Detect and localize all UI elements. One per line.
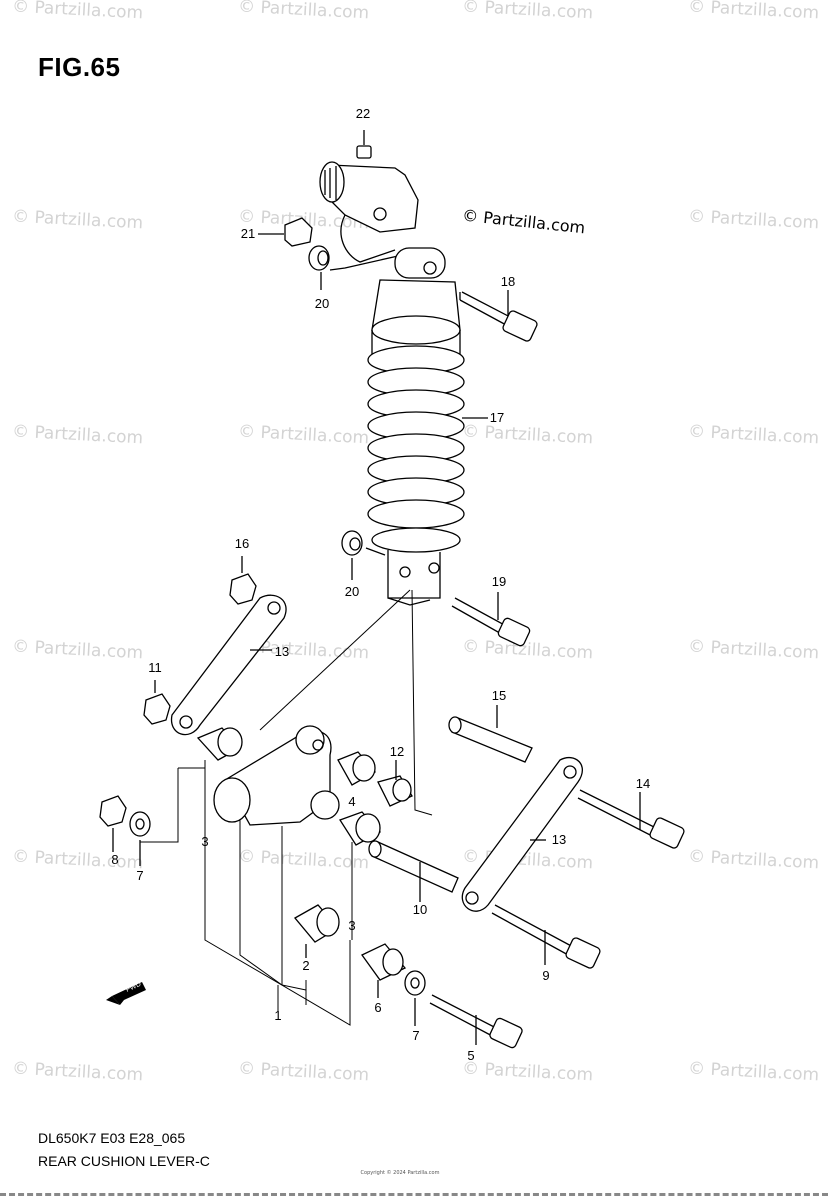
part-3-bushing-left: [196, 727, 243, 761]
callout-part-13: 13: [275, 644, 289, 659]
callout-part-1: 1: [274, 1008, 281, 1023]
part-10-pipe: [368, 840, 459, 902]
part-6-collar: [361, 943, 407, 998]
part-9-bolt: [491, 904, 601, 969]
figure-code: DL650K7 E03 E28_065: [38, 1130, 186, 1146]
part-13-rod-left: [170, 594, 287, 736]
callout-part-11: 11: [148, 660, 162, 675]
part-8-nut: [99, 795, 127, 852]
callout-part-3: 3: [201, 834, 208, 849]
callout-part-16: 16: [235, 536, 249, 551]
fwd-arrow-icon: FWD: [106, 981, 146, 1005]
part-3-bushing-right: [339, 811, 382, 846]
callout-part-22: 22: [356, 106, 370, 121]
part-19-bolt: [451, 592, 531, 647]
part-15-pipe: [448, 705, 533, 763]
callout-part-18: 18: [501, 274, 515, 289]
callout-part-20: 20: [315, 296, 329, 311]
part-4-bushing: [337, 751, 377, 786]
callout-part-20: 20: [345, 584, 359, 599]
callout-part-12: 12: [390, 744, 404, 759]
part-13-rod-right: [461, 757, 583, 912]
callout-part-15: 15: [492, 688, 506, 703]
callout-part-21: 21: [241, 226, 255, 241]
callout-part-7: 7: [412, 1028, 419, 1043]
part-14-bolt: [577, 789, 685, 849]
part-16-nut: [229, 556, 257, 605]
callout-part-8: 8: [111, 852, 118, 867]
part-17-shock-body: [367, 279, 488, 606]
part-22-bolt: [356, 130, 372, 159]
footer-copyright: Copyright © 2024 Partzilla.com: [360, 1170, 440, 1176]
callout-part-17: 17: [490, 410, 504, 425]
callout-part-19: 19: [492, 574, 506, 589]
part-17-reservoir: [319, 161, 419, 263]
callout-part-4: 4: [348, 794, 355, 809]
part-18-bolt: [459, 290, 538, 342]
callout-part-13: 13: [552, 832, 566, 847]
callout-part-3: 3: [348, 918, 355, 933]
callout-part-10: 10: [413, 902, 427, 917]
part-20-washer-bottom: [341, 530, 386, 580]
part-20-washer-top: [308, 245, 399, 290]
part-1-cushion-lever: [213, 725, 340, 826]
part-21-clamp: [258, 217, 313, 247]
part-5-bolt: [429, 994, 523, 1049]
part-11-nut: [143, 680, 171, 725]
page-divider: [0, 1193, 828, 1196]
callout-part-6: 6: [374, 1000, 381, 1015]
callout-part-2: 2: [302, 958, 309, 973]
figure-title: FIG.65: [38, 52, 121, 82]
part-2-collar: [294, 904, 340, 958]
callout-part-5: 5: [467, 1048, 474, 1063]
part-17-top-eye: [394, 247, 446, 279]
part-7-washer-right: [404, 970, 426, 1026]
callout-part-14: 14: [636, 776, 650, 791]
figure-name: REAR CUSHION LEVER-C: [38, 1153, 210, 1169]
part-7-washer-left: [129, 811, 151, 866]
part-12-collar: [377, 760, 413, 807]
callout-part-7: 7: [136, 868, 143, 883]
callout-part-9: 9: [542, 968, 549, 983]
